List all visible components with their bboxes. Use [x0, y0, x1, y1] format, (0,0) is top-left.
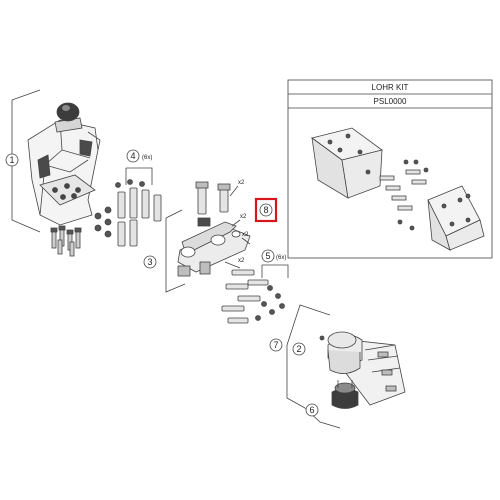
bolt-set-part-4	[94, 167, 162, 247]
multiplier-label: x2	[238, 180, 245, 186]
bolt-set-part-5	[221, 264, 289, 324]
lohr-kit-box	[287, 79, 493, 259]
callout-1: 1	[9, 155, 14, 165]
adapter-plate-part-3	[165, 181, 251, 293]
callout-7: 7	[273, 340, 278, 350]
callout-4: 4	[130, 151, 135, 161]
callout-3: 3	[147, 257, 152, 267]
king-pin-assembly-parts-2-6-7	[286, 304, 406, 429]
multiplier-label: x2	[240, 214, 247, 220]
kit-title: LOHR KIT	[372, 83, 409, 92]
callout-8: 8	[263, 205, 268, 215]
callout-6: 6	[309, 405, 314, 415]
highlight-box-part-8	[254, 197, 278, 223]
callout-5: 5	[265, 251, 270, 261]
callout-5-quantity: (6x)	[276, 255, 286, 261]
callout-2: 2	[296, 344, 301, 354]
callout-4-quantity: (6x)	[142, 155, 152, 161]
kit-code: PSL0000	[374, 97, 407, 106]
multiplier-label: x2	[242, 232, 249, 238]
bracket-assembly-part-1	[11, 89, 101, 257]
multiplier-label: x2	[238, 258, 245, 264]
